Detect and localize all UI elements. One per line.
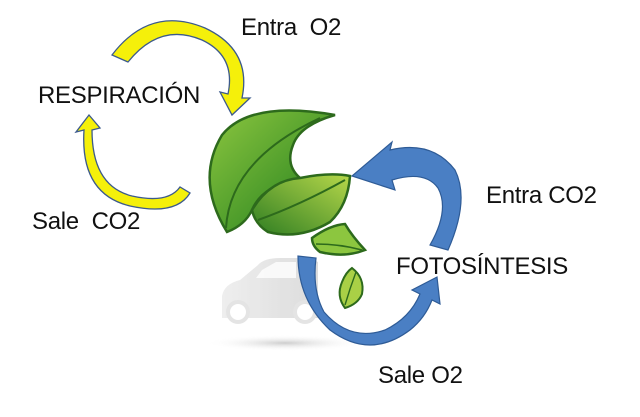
car-icon	[205, 258, 365, 351]
respiration-input-label: Entra O2	[241, 14, 342, 41]
respiration-output-label: Sale CO2	[32, 208, 141, 235]
photosynthesis-title: FOTOSÍNTESIS	[396, 253, 568, 280]
photosynthesis-arrows	[297, 140, 462, 346]
leaves-icon	[208, 109, 368, 310]
respiration-title: RESPIRACIÓN	[38, 82, 201, 109]
photosynthesis-input-label: Entra CO2	[486, 182, 597, 209]
respiration-arrows	[74, 20, 252, 210]
photosynthesis-output-label: Sale O2	[378, 362, 463, 389]
